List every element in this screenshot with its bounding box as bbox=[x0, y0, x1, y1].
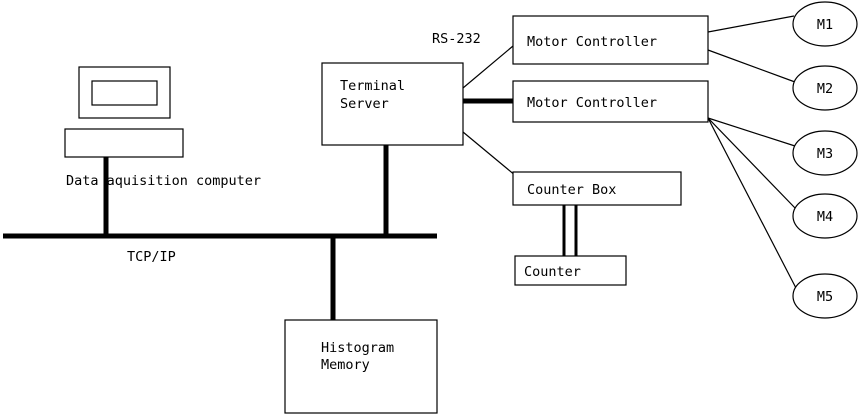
link-terminal-server-to-motor-controller-1 bbox=[462, 45, 514, 89]
motor-group: M1 M2 M3 M4 M5 bbox=[792, 1, 858, 319]
motor-m5-ellipse bbox=[792, 273, 858, 319]
motor-m4-ellipse bbox=[792, 193, 858, 239]
counter-rect bbox=[514, 255, 627, 286]
computer-monitor-screen bbox=[91, 80, 158, 106]
motor-m5-label: M5 bbox=[817, 289, 833, 305]
motor-m2-ellipse bbox=[792, 65, 858, 111]
tcp-ip-label: TCP/IP bbox=[127, 249, 176, 265]
histogram-memory-label-line1: Histogram bbox=[321, 340, 394, 356]
counter-box-rect bbox=[512, 171, 682, 206]
link-motor-controller-2-to-m4 bbox=[707, 117, 797, 210]
computer-base-unit bbox=[64, 128, 184, 158]
counter-label: Counter bbox=[524, 264, 581, 280]
link-motor-controller-2-to-m5 bbox=[707, 117, 798, 291]
counter-box-label: Counter Box bbox=[527, 182, 616, 198]
motor-m1-ellipse bbox=[792, 1, 858, 47]
link-motor-controller-1-to-m2 bbox=[707, 49, 796, 83]
motor-m2-label: M2 bbox=[817, 81, 833, 97]
motor-m3-label: M3 bbox=[817, 146, 833, 162]
computer-caption: Data aquisition computer bbox=[66, 173, 261, 189]
histogram-memory-label-line2: Memory bbox=[321, 357, 370, 373]
link-motor-controller-1-to-m1 bbox=[707, 15, 795, 33]
terminal-server-box bbox=[321, 62, 464, 146]
motor-controller-1-box bbox=[512, 15, 709, 65]
motor-m3-ellipse bbox=[792, 130, 858, 176]
terminal-server-label-line2: Server bbox=[340, 96, 389, 112]
motor-m1-label: M1 bbox=[817, 17, 833, 33]
histogram-memory-box bbox=[284, 319, 438, 414]
terminal-server-label-line1: Terminal bbox=[340, 78, 405, 94]
rs232-label: RS-232 bbox=[432, 31, 481, 47]
link-motor-controller-2-to-m3 bbox=[707, 117, 796, 147]
motor-controller-1-label: Motor Controller bbox=[527, 34, 657, 50]
motor-controller-2-box bbox=[512, 80, 709, 123]
motor-controller-2-label: Motor Controller bbox=[527, 95, 657, 111]
link-terminal-server-to-counter-box bbox=[462, 131, 517, 177]
motor-m4-label: M4 bbox=[817, 209, 833, 225]
